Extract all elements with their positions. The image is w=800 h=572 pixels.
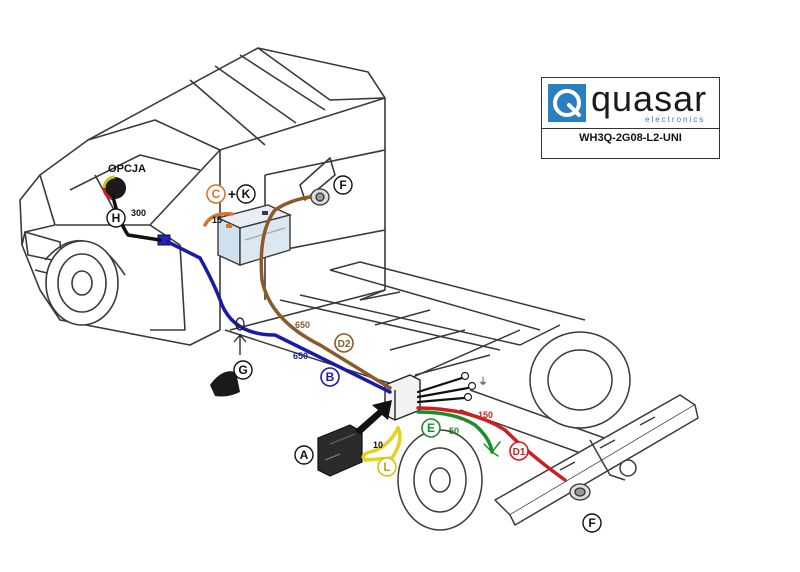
chassis-frame bbox=[224, 261, 699, 531]
length-d1: 150 bbox=[478, 410, 493, 420]
svg-text:⏚: ⏚ bbox=[478, 376, 488, 388]
callout-d1: D1 bbox=[513, 447, 526, 458]
grommet-g-icon bbox=[210, 371, 240, 397]
length-l: 10 bbox=[373, 440, 383, 450]
callout-e: E bbox=[427, 421, 435, 435]
length-c: 15 bbox=[212, 215, 222, 225]
battery bbox=[215, 204, 293, 267]
wire-d1 bbox=[416, 406, 567, 482]
callout-c: C bbox=[212, 187, 221, 201]
callout-l: L bbox=[383, 460, 390, 474]
wire-e bbox=[416, 410, 494, 454]
module-a-icon bbox=[317, 424, 363, 477]
callout-g: G bbox=[238, 363, 247, 377]
length-labels: 300 15 650 650 150 50 10 bbox=[131, 208, 493, 450]
callout-a: A bbox=[300, 448, 309, 462]
brand-box: quasar electronics WH3Q-2G08-L2-UNI bbox=[541, 77, 720, 159]
callout-f-top: F bbox=[339, 178, 346, 192]
module-arrow-icon bbox=[355, 400, 392, 435]
wire-b bbox=[166, 240, 392, 394]
socket-f-top-icon bbox=[310, 188, 330, 206]
callouts: OPCJA H C + K F D2 B G A L E D1 F bbox=[106, 163, 602, 533]
model-code: WH3Q-2G08-L2-UNI bbox=[579, 132, 682, 144]
grommet-arrow-icon bbox=[233, 333, 247, 355]
length-d2: 650 bbox=[295, 320, 310, 330]
callout-f-bottom: F bbox=[588, 516, 595, 530]
wire-c bbox=[203, 211, 234, 227]
brand-name: quasar bbox=[591, 78, 708, 119]
connector-box bbox=[384, 374, 421, 421]
ring-terminals-icon: ⏚ bbox=[460, 371, 488, 402]
callout-b: B bbox=[326, 370, 335, 384]
callout-k: K bbox=[242, 187, 251, 201]
brand-tagline: electronics bbox=[645, 115, 706, 124]
option-knob-icon bbox=[102, 175, 126, 201]
length-b: 650 bbox=[293, 351, 308, 361]
grommet-hole-icon bbox=[235, 317, 245, 331]
length-h: 300 bbox=[131, 208, 146, 218]
brand-header: quasar electronics bbox=[542, 78, 719, 128]
option-label: OPCJA bbox=[108, 163, 146, 175]
callout-d2: D2 bbox=[338, 339, 351, 350]
quasar-q-logo-icon bbox=[548, 84, 586, 122]
length-e: 50 bbox=[449, 426, 459, 436]
callout-plus: + bbox=[228, 186, 236, 202]
wire-l bbox=[361, 426, 400, 462]
socket-f-rear-icon bbox=[569, 483, 591, 501]
callout-h: H bbox=[112, 211, 121, 225]
wire-d2 bbox=[259, 195, 392, 390]
brand-divider bbox=[542, 128, 719, 129]
truck-cab bbox=[19, 47, 386, 346]
